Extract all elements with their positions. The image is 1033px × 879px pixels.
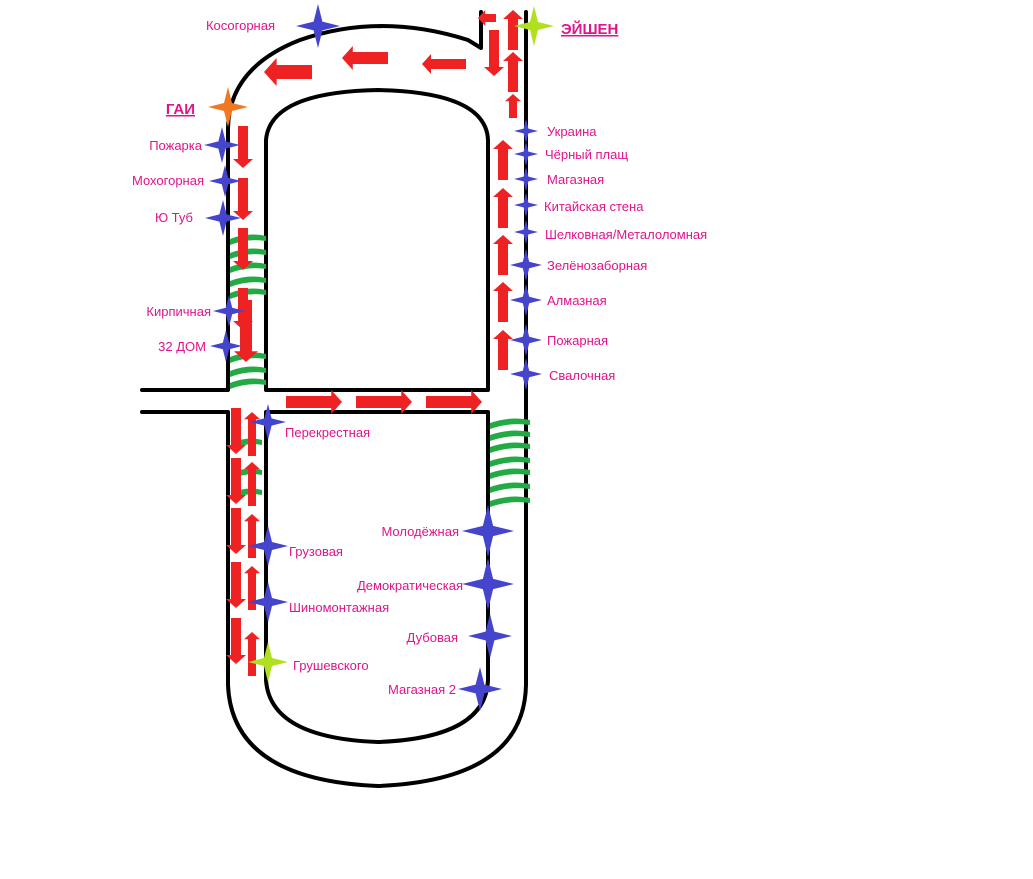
star-zelenozabornaya [510,249,542,281]
label-demokraticheskaya: Демократическая [357,578,463,593]
star-pozharka [204,127,240,163]
route-arrow-up [244,412,260,456]
star-molodezhnaya [462,505,514,557]
label-zelenozabornaya: Зелёнозаборная [547,258,647,273]
outer-road-lower [140,10,528,788]
route-arrow-left [342,46,388,70]
crossings [230,234,530,507]
crossing-stripe [490,482,530,493]
star-magaznaya-2 [458,667,502,711]
label-yu-tub: Ю Туб [155,210,193,225]
route-arrow-down [226,508,246,554]
crossing-stripe [490,442,530,453]
route-arrow-right [356,390,412,414]
route-arrow-up [244,566,260,610]
label-kitaiskaya-stena: Китайская стена [544,199,644,214]
star-kirpichnaya [213,295,245,327]
star-gruzovaya [248,526,288,566]
label-molodezhnaya: Молодёжная [381,524,459,539]
crossing-stripe [230,276,266,287]
label-eishen: ЭЙШЕН [561,20,618,38]
route-arrow-up [493,235,513,275]
route-arrow-left [422,54,466,74]
route-arrow-down [226,618,246,664]
route-arrow-down [226,408,246,454]
crossing-stripe [490,496,530,507]
star-shinomontazhnaya [248,582,288,622]
label-pozharka: Пожарка [149,138,203,153]
crossing-stripe [230,366,266,377]
label-shinomontazhnaya: Шиномонтажная [289,600,389,615]
star-32-dom [210,330,242,362]
route-arrow-right [426,390,482,414]
label-ukraina: Украина [547,124,597,139]
route-arrow-down [233,228,253,270]
inner-loop-top [264,88,490,392]
route-arrow-up [493,188,513,228]
label-perekrestnaya: Перекрестная [285,425,370,440]
label-kirpichnaya: Кирпичная [146,304,211,319]
label-gai: ГАИ [166,101,195,118]
label-mokhogornaya: Мохогорная [132,173,204,188]
route-arrow-up [244,462,260,506]
star-almaznaya [510,284,542,316]
route-arrow-up [493,140,513,180]
crossing-stripe [230,378,266,389]
label-shelkovnaya: Шелковная/Металоломная [545,227,707,242]
star-gai [208,87,248,127]
labels: Косогорная ЭЙШЕН ГАИ Пожарка Мохогорная … [132,18,707,697]
route-arrow-left [478,10,496,26]
route-arrow-up [493,282,513,322]
star-ukraina [514,119,538,143]
route-arrow-up [244,632,260,676]
label-magaznaya-2: Магазная 2 [388,682,456,697]
star-kosogornaya [296,4,340,48]
route-arrow-up [493,330,513,370]
label-32-dom: 32 ДОМ [158,339,206,354]
route-arrow-down [226,458,246,504]
star-dubovaya [468,614,512,658]
route-arrow-up [503,10,523,50]
star-svalochnaya [510,358,542,390]
star-mokhogornaya [209,165,241,197]
star-grushevskogo [248,642,288,682]
route-arrow-up [503,52,523,92]
inner-loop-bottom [264,410,490,744]
route-arrows [226,10,523,676]
star-magaznaya [514,167,538,191]
star-cherny-plashch [514,142,538,166]
label-kosogornaya: Косогорная [206,18,275,33]
route-arrow-up [505,94,521,118]
crossing-stripe [490,468,530,479]
label-grushevskogo: Грушевского [293,658,369,673]
label-magaznaya: Магазная [547,172,604,187]
route-arrow-right [286,390,342,414]
label-dubovaya: Дубовая [407,630,458,645]
star-pozharnaya [510,324,542,356]
star-perekrestnaya [250,404,286,440]
route-arrow-down [233,126,253,168]
label-gruzovaya: Грузовая [289,544,343,559]
star-shelkovnaya [514,220,538,244]
crossing-stripe [490,418,530,429]
route-arrow-up [244,514,260,558]
route-arrow-left [264,58,312,86]
star-yu-tub [205,200,241,236]
crossing-stripe [490,430,530,441]
crossing-stripe [490,456,530,467]
route-arrow-down [226,562,246,608]
star-eishen [514,6,554,46]
star-demokraticheskaya [462,558,514,610]
label-cherny-plashch: Чёрный плащ [545,147,628,162]
label-pozharnaya: Пожарная [547,333,608,348]
label-almaznaya: Алмазная [547,293,607,308]
star-kitaiskaya-stena [514,193,538,217]
label-svalochnaya: Свалочная [549,368,615,383]
stop-markers [204,4,554,711]
route-arrow-down [484,30,504,76]
route-arrow-down [233,178,253,220]
